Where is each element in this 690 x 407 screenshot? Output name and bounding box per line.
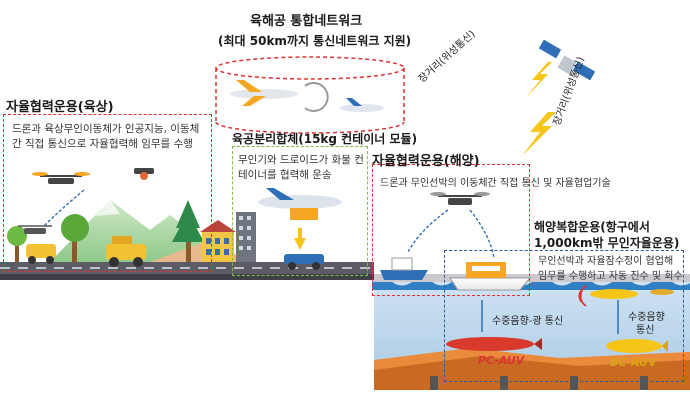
ground-robot-mid xyxy=(106,236,146,267)
cycle-arrow xyxy=(304,82,329,112)
drone-sea xyxy=(430,192,490,205)
underwater-comm-label-1: 수중음향-광 통신 xyxy=(492,316,564,327)
drone-land-1 xyxy=(32,172,90,184)
bc-auv xyxy=(606,339,668,353)
complex-title-line1: 해양복합운용(항구에서 xyxy=(534,220,650,234)
up-arrow xyxy=(294,228,306,250)
network-cylinder xyxy=(215,56,405,134)
uav-plane-2 xyxy=(340,98,384,112)
sea-box xyxy=(372,164,530,296)
building-yellow xyxy=(200,220,236,262)
network-title: 육해공 통합네트워크 xyxy=(250,14,363,29)
droid-cart xyxy=(284,254,324,270)
drone-land-3 xyxy=(18,225,52,234)
underwater-comm-label-2-line2: 통신 xyxy=(636,325,655,336)
ground-robot-left xyxy=(26,244,56,264)
complex-box xyxy=(444,250,684,382)
sea-desc: 드론과 무인선박의 이동체간 직접 통신 및 자율협업기술 xyxy=(380,178,611,189)
complex-desc: 무인선박과 자율잠수정이 협업해 임무를 수행하고 자동 진수 및 회수 xyxy=(538,256,683,282)
sea-waves xyxy=(372,278,690,290)
lightning-bolt-1 xyxy=(526,62,552,98)
wireless-signal-icon xyxy=(578,285,587,307)
separation-desc: 무인기와 드로이드가 화물 컨테이너를 협력해 운송 xyxy=(238,154,364,181)
tree-pine xyxy=(172,200,204,262)
drone-land-2 xyxy=(134,168,154,180)
underwater-comm-label-2-line1: 수중음향 xyxy=(628,312,665,323)
land-box xyxy=(3,114,212,272)
sea-title: 자율협력운용(해양) xyxy=(372,154,480,169)
tree-round xyxy=(7,226,27,262)
satellite xyxy=(538,39,596,81)
land-desc: 드론과 육상무인이동체가 인공지능, 이동체간 직접 통신으로 자율협력해 임무… xyxy=(12,123,200,150)
building-tall xyxy=(236,212,256,262)
auv-surface xyxy=(590,289,674,299)
comm-signal-arcs xyxy=(43,189,495,259)
uav-container xyxy=(258,188,342,220)
land-title: 자율협력운용(육상) xyxy=(6,100,114,115)
complex-title-line2: 1,000km밖 무인자율운용) xyxy=(534,236,680,250)
lightning-bolt-2 xyxy=(522,112,556,156)
pier xyxy=(374,274,690,282)
pc-auv xyxy=(446,337,542,351)
uav-plane-1 xyxy=(230,80,298,106)
separation-title: 육공분리합체(15kg 컨테이너 모듈) xyxy=(232,132,418,146)
network-subtitle: (최대 50km까지 통신네트워크 지원) xyxy=(218,34,412,48)
unmanned-ship-small xyxy=(380,257,428,280)
tree-left xyxy=(61,214,89,262)
bc-auv-label: BC-AUV xyxy=(610,356,657,369)
mountain xyxy=(50,200,230,262)
pc-auv-label: PC-AUV xyxy=(478,354,525,367)
separation-box xyxy=(232,146,368,276)
unmanned-ship-large xyxy=(449,262,532,291)
